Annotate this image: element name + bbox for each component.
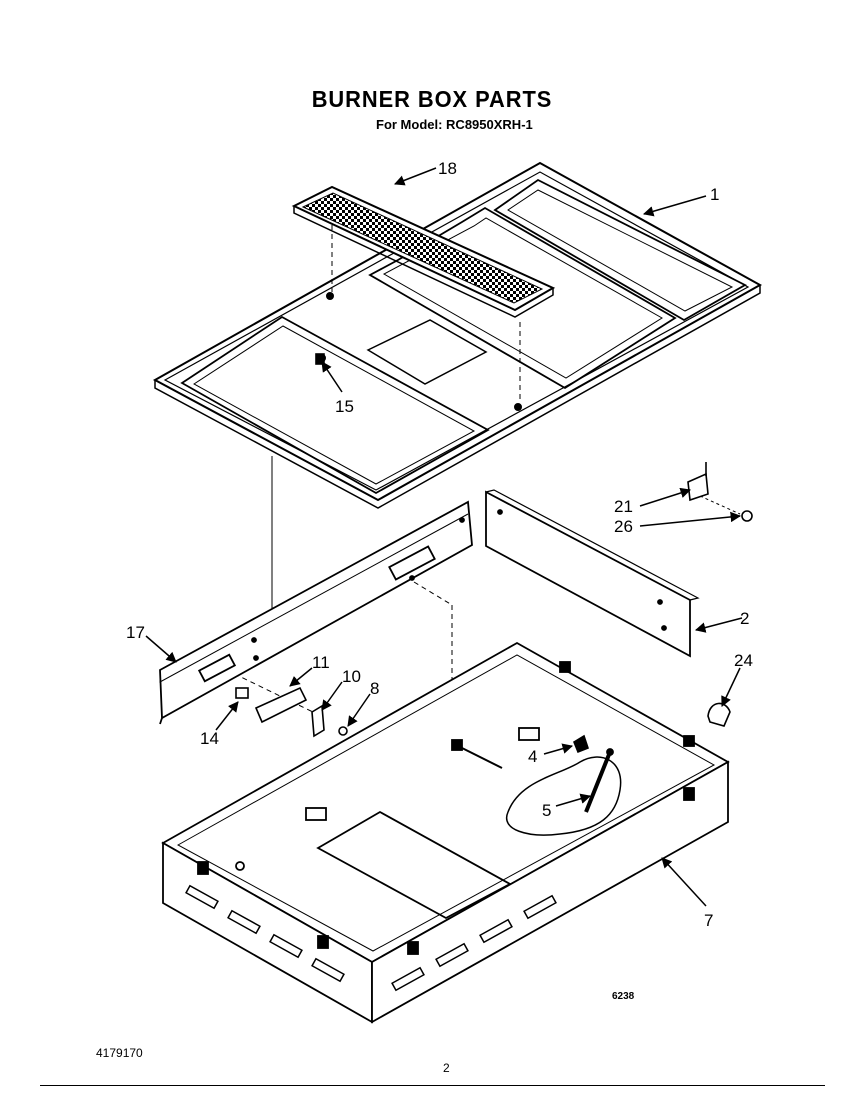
leader-lines — [145, 167, 743, 907]
callout-1: 1 — [710, 185, 719, 204]
callout-5: 5 — [542, 801, 551, 820]
page-number: 2 — [443, 1061, 450, 1075]
cooktop-panel — [152, 161, 763, 509]
callout-26: 26 — [614, 517, 633, 536]
diagram-title: BURNER BOX PARTS — [311, 86, 553, 112]
callout-labels: 18 1 15 21 26 2 17 11 10 8 14 24 4 5 7 — [126, 159, 753, 930]
callout-11: 11 — [312, 653, 330, 672]
grille — [291, 185, 556, 318]
callout-4: 4 — [528, 747, 537, 766]
callout-18: 18 — [438, 159, 457, 178]
callout-17: 17 — [126, 623, 145, 642]
callout-15: 15 — [335, 397, 354, 416]
footer-rule — [40, 1085, 825, 1086]
callout-24: 24 — [734, 651, 753, 670]
model-subtitle: For Model: RC8950XRH-1 — [376, 117, 533, 132]
callout-8: 8 — [370, 679, 379, 698]
callout-2: 2 — [740, 609, 749, 628]
burner-box — [161, 641, 730, 1024]
side-panel — [485, 489, 700, 658]
callout-10: 10 — [342, 667, 361, 686]
figure-number: 6238 — [612, 991, 635, 1002]
callout-14: 14 — [200, 729, 219, 748]
hardware-parts — [235, 353, 753, 754]
part-number: 4179170 — [96, 1046, 143, 1060]
front-bracket — [159, 500, 473, 725]
callout-7: 7 — [704, 911, 713, 930]
callout-21: 21 — [614, 497, 633, 516]
